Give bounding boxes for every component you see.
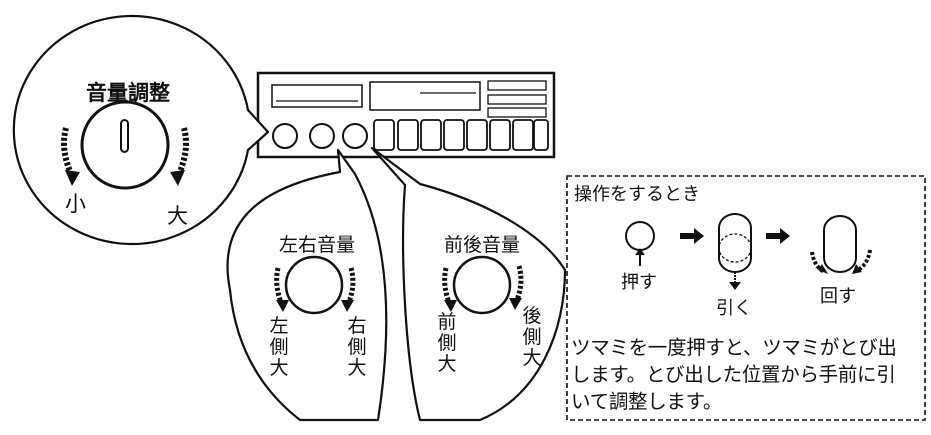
step-push-label: 押す	[621, 272, 657, 293]
operation-description-line2: します。とび出した位置から手前に引	[571, 363, 896, 386]
fader-title: 前後音量	[444, 234, 521, 256]
step-turn-label: 回す	[820, 286, 856, 307]
volume-high-label: 大	[167, 204, 188, 228]
knob-balance	[309, 123, 335, 149]
display-left	[271, 84, 363, 108]
fader-front-label: 前側大	[437, 311, 457, 375]
operation-description-line1: ツマミを一度押すと、ツマミがとび出	[571, 336, 897, 359]
balance-right-label: 右側大	[347, 315, 367, 379]
step-pull-label: 引く	[716, 298, 752, 319]
operation-heading: 操作をするとき	[574, 184, 700, 205]
operation-box	[566, 175, 926, 421]
step-arrow-icon	[680, 228, 704, 244]
fader-rear-label: 後側大	[522, 305, 542, 369]
volume-title: 音量調整	[86, 81, 170, 105]
preset-buttons	[373, 119, 549, 151]
knob-volume	[272, 123, 298, 149]
volume-bubble	[12, 14, 270, 246]
operation-description-line3: いて調整します。	[571, 390, 723, 413]
knob-fader	[342, 123, 368, 149]
display-center	[369, 81, 481, 111]
balance-left-label: 左側大	[269, 315, 289, 379]
push-knob-icon	[625, 221, 655, 251]
volume-low-label: 小	[65, 192, 86, 216]
head-unit	[256, 71, 556, 159]
fader-bubble	[370, 146, 567, 422]
balance-title: 左右音量	[279, 234, 356, 256]
balance-bubble	[226, 148, 388, 422]
